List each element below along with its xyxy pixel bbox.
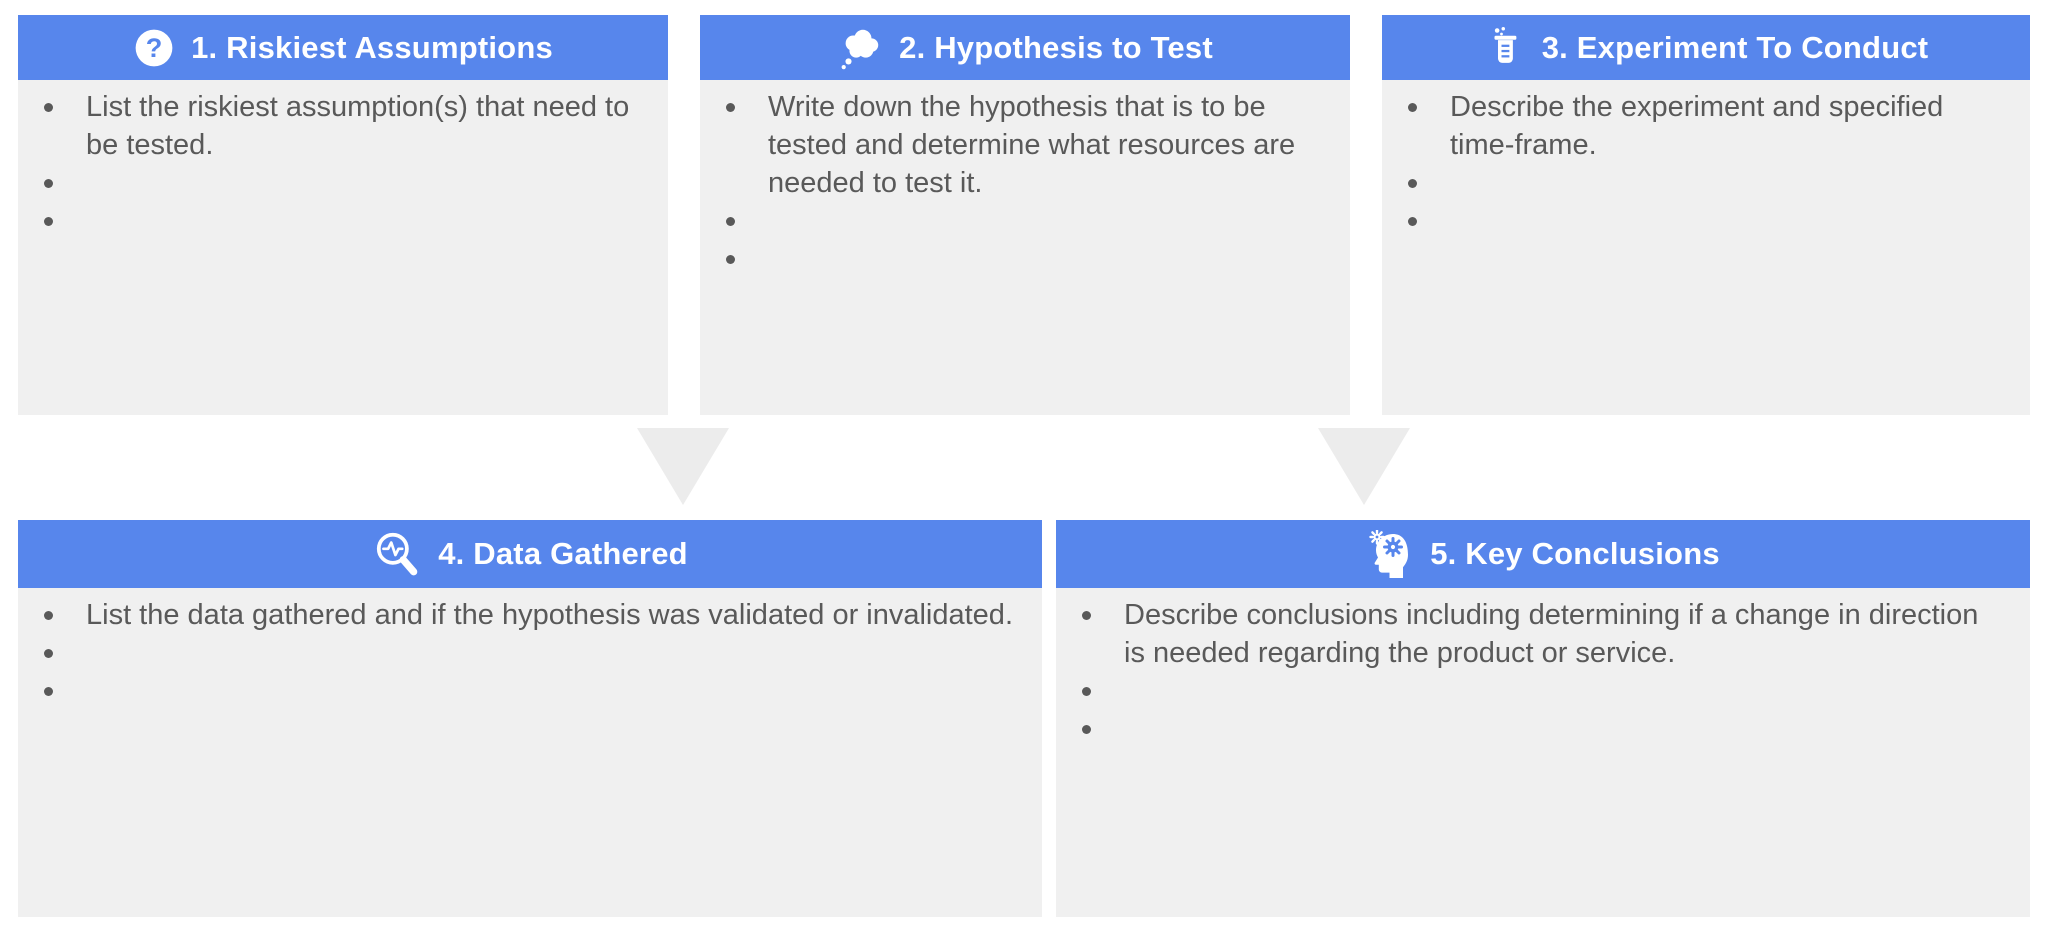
bullet-list: Describe conclusions including determini… — [1056, 588, 2030, 748]
panel-hypothesis-to-test-header: 2. Hypothesis to Test — [700, 15, 1350, 80]
panel-experiment-to-conduct-header: 3. Experiment To Conduct — [1382, 15, 2030, 80]
panel-experiment-to-conduct-body: Describe the experiment and specified ti… — [1382, 80, 2030, 415]
bullet-item — [1056, 672, 2002, 710]
bullet-item — [700, 202, 1322, 240]
panel-title: 3. Experiment To Conduct — [1541, 29, 1929, 65]
bullet-item: Describe the experiment and specified ti… — [1382, 88, 2002, 164]
flow-arrow-down-2 — [1318, 428, 1410, 505]
panel-data-gathered-header: 4. Data Gathered — [18, 520, 1042, 588]
magnifier-pulse-icon — [377, 532, 418, 576]
panel-experiment-to-conduct: 3. Experiment To Conduct Describe the ex… — [1382, 15, 2030, 415]
panel-key-conclusions-header: 5. Key Conclusions — [1056, 520, 2030, 588]
bullet-list: List the data gathered and if the hypoth… — [18, 588, 1042, 710]
bullet-item — [1056, 710, 2002, 748]
panel-hypothesis-to-test-body: Write down the hypothesis that is to be … — [700, 80, 1350, 415]
panel-hypothesis-to-test: 2. Hypothesis to Test Write down the hyp… — [700, 15, 1350, 415]
bullet-item — [1382, 164, 2002, 202]
head-gears-icon — [1369, 530, 1409, 578]
svg-text:?: ? — [146, 31, 163, 62]
bullet-list: Write down the hypothesis that is to be … — [700, 80, 1350, 278]
panel-title: 2. Hypothesis to Test — [899, 29, 1213, 65]
panel-riskiest-assumptions-header: ? 1. Riskiest Assumptions — [18, 15, 668, 80]
bullet-list: Describe the experiment and specified ti… — [1382, 80, 2030, 240]
panel-title: 1. Riskiest Assumptions — [191, 29, 553, 65]
bullet-list: List the riskiest assumption(s) that nee… — [18, 80, 668, 240]
bullet-item — [700, 240, 1322, 278]
question-circle-icon: ? — [135, 29, 173, 66]
bullet-item — [18, 672, 1014, 710]
panel-data-gathered-body: List the data gathered and if the hypoth… — [18, 588, 1042, 917]
bullet-item — [18, 202, 640, 240]
panel-title: 5. Key Conclusions — [1430, 536, 1720, 571]
beaker-icon — [1494, 26, 1517, 63]
bullet-item: Describe conclusions including determini… — [1056, 596, 2002, 672]
panel-riskiest-assumptions-body: List the riskiest assumption(s) that nee… — [18, 80, 668, 415]
thought-cloud-icon — [841, 29, 879, 69]
bullet-item: List the riskiest assumption(s) that nee… — [18, 88, 640, 164]
panel-key-conclusions: 5. Key Conclusions Describe conclusions … — [1056, 520, 2030, 917]
flow-arrow-down-1 — [637, 428, 729, 505]
bullet-item: List the data gathered and if the hypoth… — [18, 596, 1014, 634]
panel-title: 4. Data Gathered — [438, 536, 688, 571]
bullet-item — [1382, 202, 2002, 240]
bullet-item — [18, 164, 640, 202]
bullet-item — [18, 634, 1014, 672]
panel-data-gathered: 4. Data Gathered List the data gathered … — [18, 520, 1042, 917]
bullet-item: Write down the hypothesis that is to be … — [700, 88, 1322, 202]
panel-riskiest-assumptions: ? 1. Riskiest Assumptions List the riski… — [18, 15, 668, 415]
panel-key-conclusions-body: Describe conclusions including determini… — [1056, 588, 2030, 917]
